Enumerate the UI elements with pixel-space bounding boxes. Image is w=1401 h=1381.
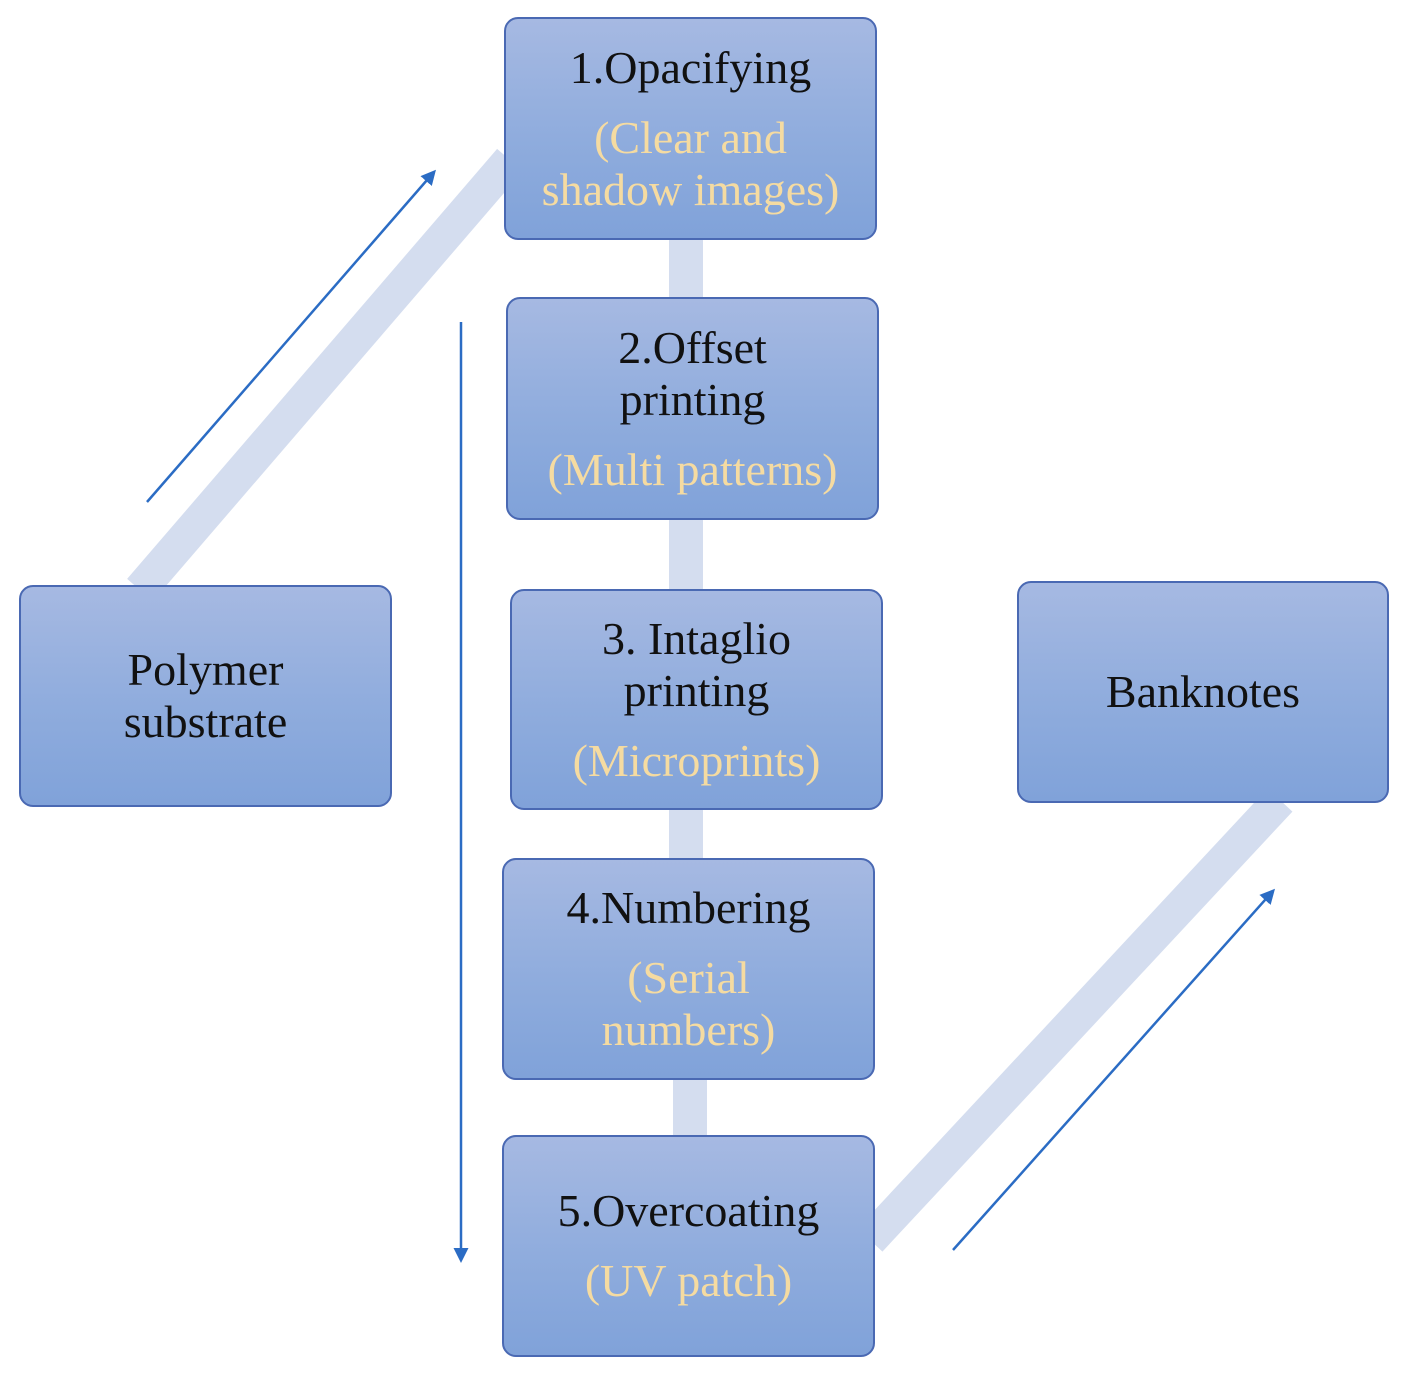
node-step3-intaglio-printing: 3. Intaglio printing (Microprints) [510, 589, 883, 810]
connector-step5-banknotes [857, 788, 1293, 1252]
arrow-up-left [146, 169, 436, 503]
node-step5-subtitle: (UV patch) [584, 1255, 793, 1306]
node-step5-overcoating: 5.Overcoating (UV patch) [502, 1135, 875, 1357]
arrow-up-right [952, 888, 1275, 1251]
node-step3-title: 3. Intaglio printing [601, 612, 792, 716]
node-step4-numbering: 4.Numbering (Serial numbers) [502, 858, 875, 1080]
node-step1-subtitle: (Clear and shadow images) [541, 111, 840, 215]
node-step5-title: 5.Overcoating [557, 1185, 820, 1236]
node-step1-opacifying: 1.Opacifying (Clear and shadow images) [504, 17, 877, 240]
connector-polymer-step1 [127, 148, 523, 602]
node-step2-subtitle: (Multi patterns) [547, 443, 838, 495]
node-step3-subtitle: (Microprints) [572, 734, 821, 786]
node-step4-subtitle: (Serial numbers) [601, 952, 776, 1055]
node-step2-offset-printing: 2.Offset printing (Multi patterns) [506, 297, 879, 520]
node-step4-title: 4.Numbering [566, 882, 811, 933]
node-polymer-substrate: Polymer substrate [19, 585, 392, 807]
node-banknotes: Banknotes [1017, 581, 1389, 803]
node-polymer-substrate-title: Polymer substrate [123, 644, 288, 747]
node-step1-title: 1.Opacifying [569, 41, 812, 93]
node-banknotes-title: Banknotes [1105, 666, 1301, 717]
node-step2-title: 2.Offset printing [618, 321, 767, 425]
